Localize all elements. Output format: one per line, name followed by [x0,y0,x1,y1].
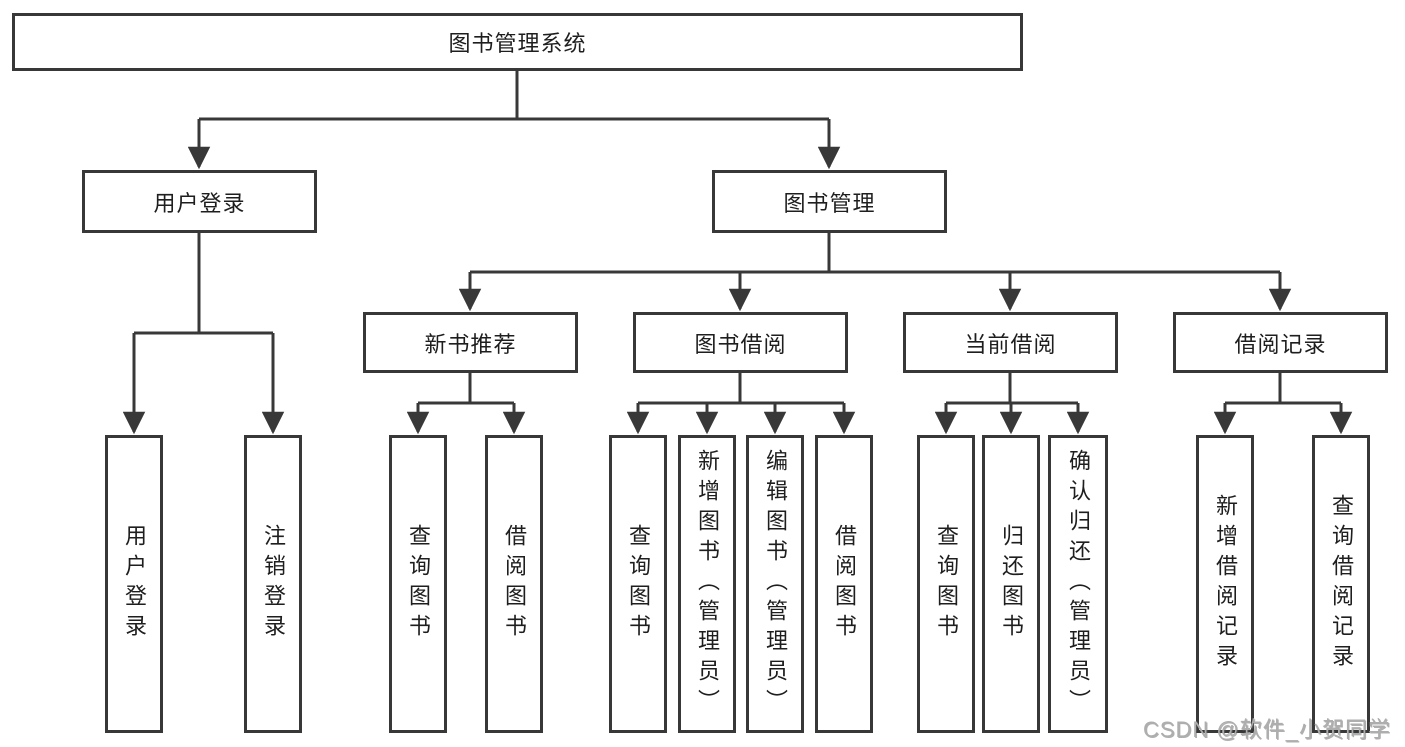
leaf-add-borrow-record: 新增借阅记录 [1196,435,1254,733]
node-user-login-branch: 用户登录 [82,170,317,233]
leaf-return-books: 归还图书 [982,435,1040,733]
node-borrowing-records: 借阅记录 [1173,312,1388,373]
leaf-query-books-recommend: 查询图书 [389,435,447,733]
leaf-logout-login: 注销登录 [244,435,302,733]
node-new-book-recommend: 新书推荐 [363,312,578,373]
node-book-borrowing: 图书借阅 [633,312,848,373]
leaf-query-books-borrowing: 查询图书 [609,435,667,733]
csdn-watermark: CSDN @软件_小贺同学 [1142,717,1391,742]
leaf-edit-book-admin: 编辑图书（管理员） [746,435,804,733]
leaf-borrow-books-recommend: 借阅图书 [485,435,543,733]
leaf-confirm-return-admin: 确认归还（管理员） [1048,435,1108,733]
leaf-user-login: 用户登录 [105,435,163,733]
node-library-management-system: 图书管理系统 [12,13,1023,71]
leaf-borrow-books-borrowing: 借阅图书 [815,435,873,733]
leaf-add-book-admin: 新增图书（管理员） [678,435,736,733]
leaf-query-borrow-record: 查询借阅记录 [1312,435,1370,733]
leaf-query-books-current: 查询图书 [917,435,975,733]
node-book-management-branch: 图书管理 [712,170,947,233]
node-current-borrowing: 当前借阅 [903,312,1118,373]
